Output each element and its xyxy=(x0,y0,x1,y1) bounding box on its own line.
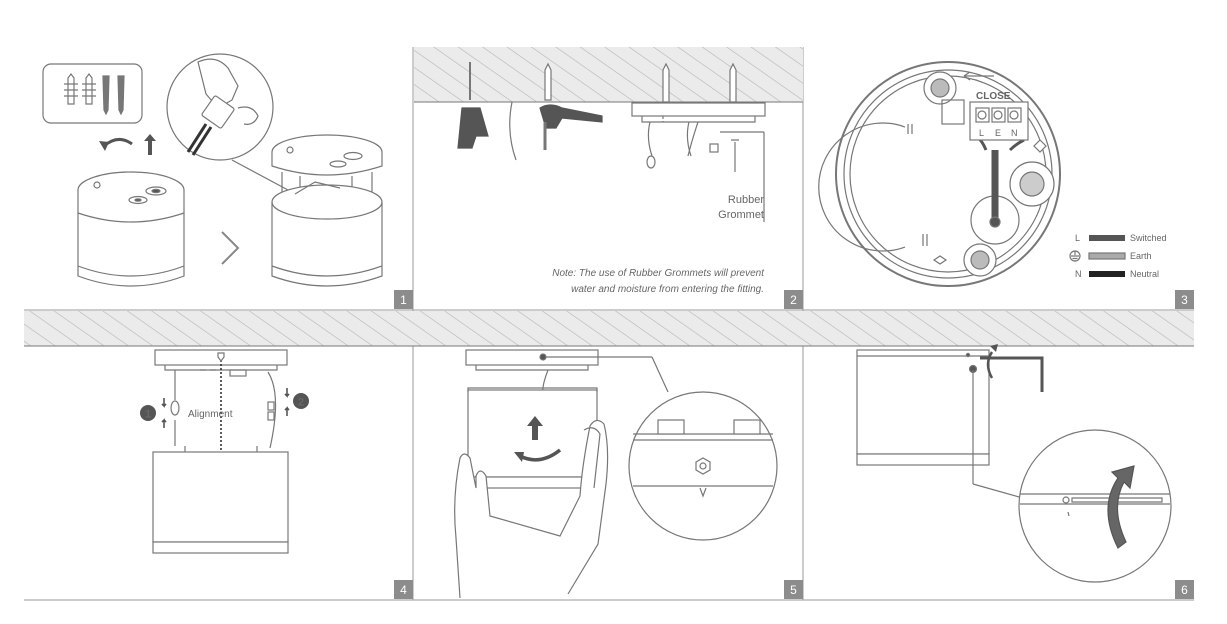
mounting-plate xyxy=(631,62,766,222)
tighten-arrow-large-icon xyxy=(1107,465,1135,549)
legend-symbol-n: N xyxy=(1075,269,1082,279)
panel-2: Rubber Grommet Note: The use of Rubber G… xyxy=(414,47,803,309)
step-badge-5 xyxy=(784,580,803,599)
light-fitting-opened xyxy=(271,134,383,287)
alignment-label: Alignment xyxy=(188,409,233,420)
panel-3: CLOSE L E N L Switched Earth N Neutral xyxy=(818,61,1167,287)
step-badge-4 xyxy=(394,580,413,599)
legend-swatch-switched xyxy=(1089,235,1125,241)
step-badge-1 xyxy=(394,290,413,309)
legend-swatch-earth xyxy=(1088,252,1126,260)
terminal-e: E xyxy=(995,128,1001,138)
hand-illustration xyxy=(454,419,609,599)
grommet-label-line1: Rubber xyxy=(728,194,764,206)
note-line-1: Note: The use of Rubber Grommets will pr… xyxy=(552,268,765,279)
panel-1 xyxy=(42,53,413,309)
cable-icon xyxy=(509,101,517,161)
legend-symbol-l: L xyxy=(1075,233,1080,243)
step-number-1: 1 xyxy=(400,293,407,307)
step-number-3: 3 xyxy=(1181,293,1188,307)
drill-icon xyxy=(457,62,489,149)
light-fitting-installed xyxy=(856,349,990,466)
legend-label-earth: Earth xyxy=(1130,251,1152,261)
panel-5 xyxy=(454,349,778,599)
legend-label-switched: Switched xyxy=(1130,233,1167,243)
note-line-2: water and moisture from entering the fit… xyxy=(571,284,764,295)
step-number-4: 4 xyxy=(400,583,407,597)
next-chevron-icon xyxy=(221,231,240,265)
up-arrow-icon xyxy=(144,134,156,155)
step-badge-3 xyxy=(1175,290,1194,309)
grommet-label-line2: Grommet xyxy=(718,209,764,221)
ceiling-hatch xyxy=(414,47,803,102)
earth-icon xyxy=(1069,250,1081,262)
step-badge-6 xyxy=(1175,580,1194,599)
legend-swatch-neutral xyxy=(1089,271,1125,277)
step-number-6: 6 xyxy=(1181,583,1188,597)
terminal-n: N xyxy=(1011,128,1018,138)
zoom-detail-hex-screw xyxy=(628,391,778,541)
callout-1-badge xyxy=(140,405,156,421)
callout-1-number: 1 xyxy=(145,409,151,421)
up-arrow-icon xyxy=(527,416,543,440)
wall-plugs-and-screws-icon xyxy=(64,73,125,116)
light-fitting-closed xyxy=(77,171,185,287)
ceiling-hatch-row2 xyxy=(24,311,1194,346)
close-label: CLOSE xyxy=(976,91,1011,102)
callout-2-number: 2 xyxy=(298,397,304,409)
wiring-legend: L Switched Earth N Neutral xyxy=(1069,233,1167,279)
connector-zoom-detail xyxy=(166,53,289,191)
light-body-side xyxy=(152,451,289,554)
zoom-detail-hex-key xyxy=(1018,429,1172,583)
tighten-arrow-icon xyxy=(986,351,994,379)
base-plate-top-view xyxy=(818,61,1061,287)
callout-2-badge xyxy=(293,393,309,409)
step-badge-2 xyxy=(784,290,803,309)
hammer-icon xyxy=(539,62,603,150)
panel-6 xyxy=(856,344,1172,583)
step-number-2: 2 xyxy=(790,293,797,307)
align-arrows-1 xyxy=(161,398,167,428)
terminal-l: L xyxy=(979,128,984,138)
legend-label-neutral: Neutral xyxy=(1130,269,1159,279)
rotate-arrow-icon xyxy=(519,448,562,462)
panel-4 xyxy=(140,349,309,554)
close-arrow-icon xyxy=(963,71,994,81)
step-number-5: 5 xyxy=(790,583,797,597)
hex-key-icon xyxy=(980,356,1044,392)
align-arrows-2 xyxy=(284,388,290,416)
